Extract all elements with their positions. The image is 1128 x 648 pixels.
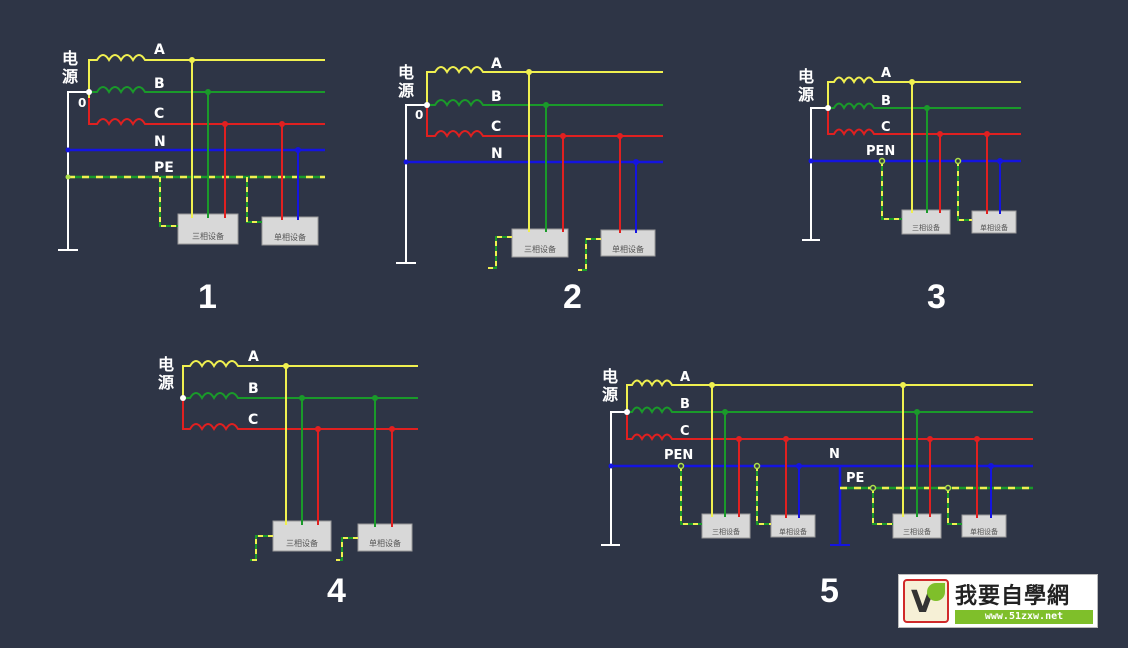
single-phase-device-3: [971, 210, 1017, 234]
logo-icon: V: [903, 579, 949, 623]
three-phase-device-4: [272, 520, 332, 552]
source-label-3b: 源: [798, 85, 814, 104]
label-b-5: B: [680, 397, 690, 412]
three-phase-device-5a: [701, 513, 751, 539]
three-phase-device-3-label: 三相设备: [912, 223, 940, 232]
single-phase-device-5a: [770, 514, 816, 538]
label-pe-5: PE: [846, 471, 864, 486]
phase-a-line: [88, 54, 325, 98]
diagram-3: 电 源 A B C PEN 三相设备 单相设备 3: [798, 66, 1021, 316]
diagram-1: 电 源 A B C N PE 0 三相设备 单相设备 1: [58, 42, 325, 316]
source-label-5a: 电: [602, 367, 618, 386]
single-phase-device-4: [357, 523, 413, 552]
source-label-1b: 源: [62, 67, 78, 86]
single-phase-device-1: [261, 216, 319, 246]
source-label-2a: 电: [398, 63, 414, 82]
single-phase-device-3-label: 单相设备: [980, 223, 1008, 232]
single-phase-device-4-label: 单相设备: [369, 538, 401, 548]
diagram-number-1: 1: [198, 278, 217, 316]
diagram-5: 电 源 A B C PEN N PE 三相设备 单相设备: [601, 367, 1033, 610]
diagram-number-2: 2: [563, 278, 582, 316]
label-n: N: [154, 134, 166, 150]
label-c-5: C: [680, 424, 690, 439]
source-label-1a: 电: [62, 49, 78, 68]
label-a: A: [154, 42, 165, 58]
label-c-3: C: [881, 120, 891, 135]
source-label-3a: 电: [798, 67, 814, 86]
site-logo: V 我要自學網 www.51zxw.net: [898, 574, 1098, 628]
three-phase-device-5a-label: 三相设备: [712, 527, 740, 536]
source-label-5b: 源: [602, 385, 618, 404]
three-phase-device-5b-label: 三相设备: [903, 527, 931, 536]
three-phase-device-4-label: 三相设备: [286, 538, 318, 548]
label-a-2: A: [491, 56, 502, 72]
source-label-2b: 源: [398, 81, 414, 100]
label-a-5: A: [680, 370, 690, 385]
label-pen-3: PEN: [866, 144, 895, 159]
three-phase-device-5b: [892, 513, 942, 539]
label-n-5: N: [829, 447, 840, 462]
phase-c-line: [88, 98, 325, 126]
label-n-2: N: [491, 146, 503, 162]
label-b-4: B: [248, 381, 259, 397]
source-label-4a: 电: [158, 355, 174, 374]
three-phase-device-3: [901, 209, 951, 235]
label-pe: PE: [154, 160, 174, 176]
single-phase-device-1-label: 单相设备: [274, 232, 306, 242]
label-zero: 0: [78, 96, 86, 110]
three-phase-device-2-label: 三相设备: [524, 244, 556, 254]
source-label-4b: 源: [158, 373, 174, 392]
single-phase-device-2-label: 单相设备: [612, 244, 644, 254]
logo-url: www.51zxw.net: [955, 610, 1093, 624]
phase-b-line: [89, 86, 325, 94]
ground-wire: [67, 91, 89, 250]
label-zero-2: 0: [415, 108, 423, 122]
diagram-number-3: 3: [927, 278, 946, 316]
label-b-2: B: [491, 89, 502, 105]
single-phase-device-2: [600, 229, 656, 257]
logo-name: 我要自學網: [955, 584, 1071, 609]
label-b: B: [154, 76, 165, 92]
label-c-4: C: [248, 412, 258, 428]
label-pen-5: PEN: [664, 448, 693, 463]
label-a-4: A: [248, 349, 259, 365]
single-phase-device-5b-label: 单相设备: [970, 527, 998, 536]
label-c: C: [154, 106, 164, 122]
label-a-3: A: [881, 66, 891, 81]
diagram-number-4: 4: [327, 572, 346, 610]
diagram-number-5: 5: [820, 572, 839, 610]
single-phase-device-5a-label: 单相设备: [779, 527, 807, 536]
label-b-3: B: [881, 94, 891, 109]
three-phase-device-2: [511, 228, 569, 258]
three-phase-device-1-label: 三相设备: [192, 231, 224, 241]
diagram-2: 电 源 A B C N 0 三相设备 单相设备 2: [396, 56, 663, 316]
diagram-4: 电 源 A B C 三相设备 单相设备 4: [158, 349, 418, 610]
single-phase-device-5b: [961, 514, 1007, 538]
label-c-2: C: [491, 119, 501, 135]
